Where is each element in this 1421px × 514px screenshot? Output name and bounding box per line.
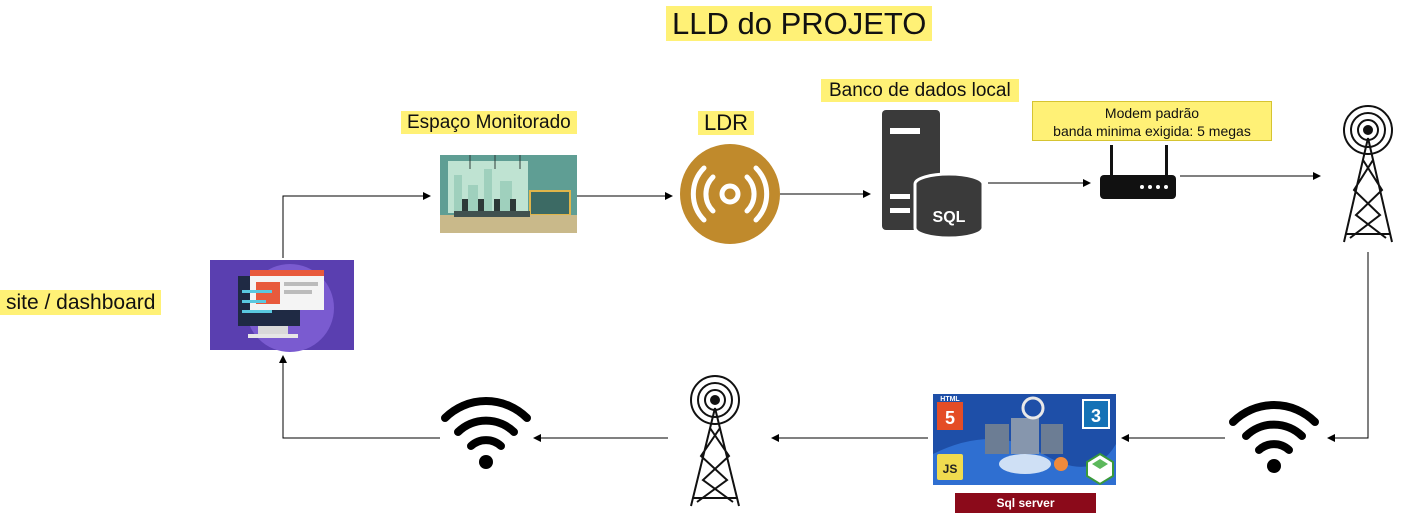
- modem-label: Modem padrão banda minima exigida: 5 meg…: [1032, 101, 1272, 141]
- svg-text:HTML: HTML: [940, 396, 960, 403]
- ldr-label: LDR: [698, 111, 755, 135]
- svg-text:3: 3: [1091, 406, 1101, 426]
- radio-tower-icon: [1343, 105, 1393, 243]
- edge-wifi-site: [279, 355, 440, 439]
- wifi-icon: [441, 397, 531, 469]
- space-label: Espaço Monitorado: [401, 111, 577, 134]
- svg-text:SQL: SQL: [933, 209, 966, 226]
- edge-tower-wifi: [1327, 252, 1369, 442]
- meeting-room-illustration: [440, 155, 577, 233]
- site-label: site / dashboard: [0, 290, 162, 315]
- ldr-sensor-icon: [680, 144, 780, 244]
- database-label: Banco de dados local: [821, 79, 1019, 102]
- connectors: [279, 172, 1369, 442]
- modem-label-line1: Modem padrão: [1104, 105, 1200, 121]
- modem-label-line2: banda minima exigida: 5 megas: [1053, 123, 1251, 139]
- sql-server-icon: SQL: [882, 110, 985, 240]
- router-icon: [1100, 145, 1176, 199]
- web-dashboard-illustration: [210, 260, 354, 352]
- sql-server-label: Sql server: [955, 493, 1096, 513]
- wifi-icon: [1229, 401, 1319, 473]
- web-stack-illustration: HTML 5 3 JS: [933, 394, 1116, 486]
- svg-text:5: 5: [945, 408, 955, 428]
- diagram-title: LLD do PROJETO: [666, 6, 933, 41]
- radio-tower-icon: [690, 375, 740, 507]
- edge-site-space: [282, 192, 431, 258]
- svg-text:JS: JS: [943, 462, 958, 476]
